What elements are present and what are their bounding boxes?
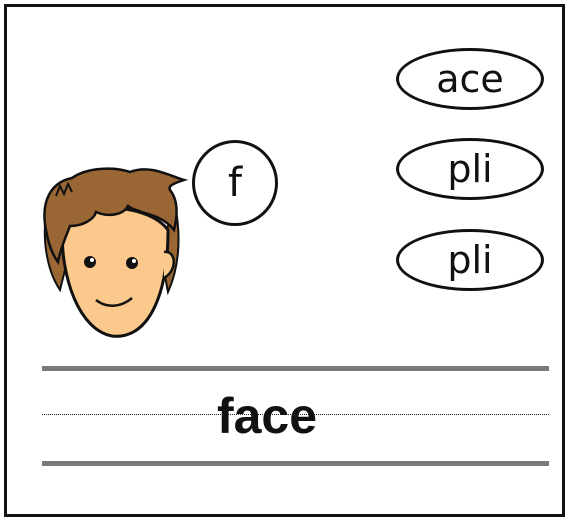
handwriting-mid-line — [42, 414, 549, 415]
option-pli-2[interactable]: pli — [396, 229, 544, 291]
option-pli-1[interactable]: pli — [396, 138, 544, 200]
letter-circle[interactable]: f — [192, 140, 278, 226]
option-ace[interactable]: ace — [396, 48, 544, 110]
handwriting-top-line — [42, 366, 549, 371]
target-word: face — [216, 388, 318, 444]
handwriting-bottom-line — [42, 461, 549, 466]
